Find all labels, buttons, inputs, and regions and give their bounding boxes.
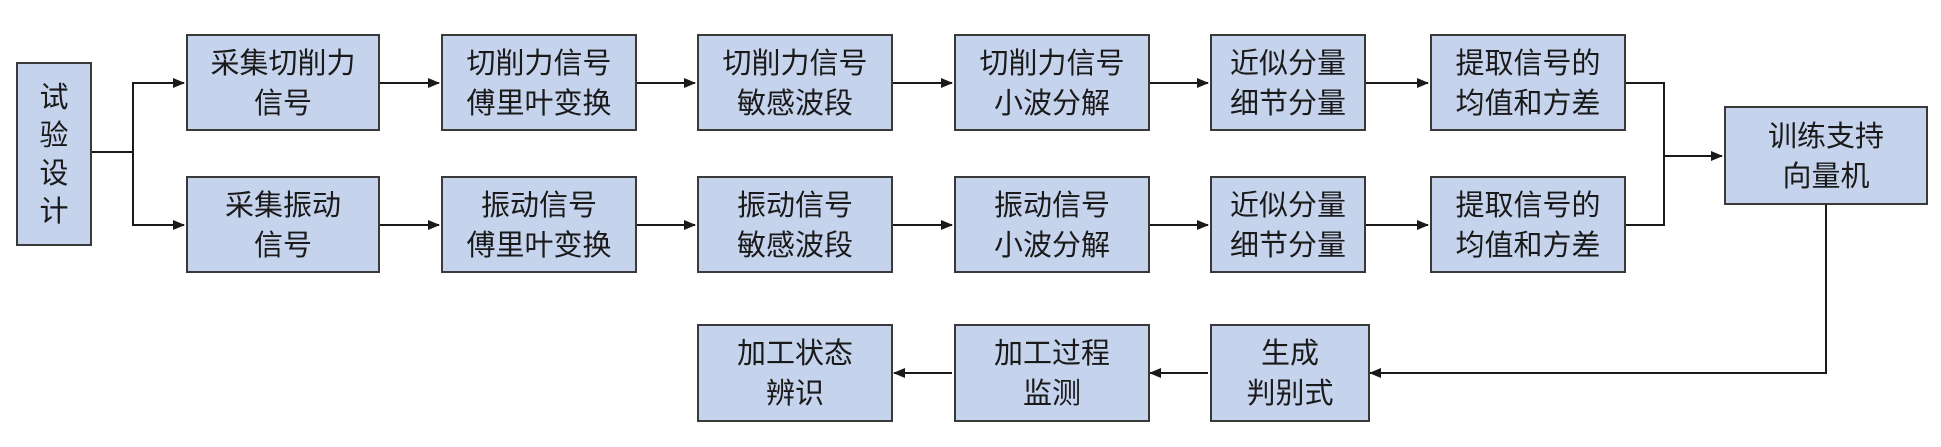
node-label-line: 生成: [1260, 336, 1319, 370]
connector-vib-stats-merge: [1626, 156, 1665, 226]
node-collect-cutting-force: 采集切削力 信号: [186, 34, 380, 131]
node-label-line: 小波分解: [993, 227, 1110, 262]
node-label-line: 判别式: [1246, 376, 1334, 410]
node-label-line: 辨识: [765, 376, 824, 410]
node-label-line: 加工过程: [993, 336, 1110, 370]
node-label-line: 监测: [1022, 376, 1081, 410]
node-label-line: 小波分解: [993, 85, 1110, 120]
node-label-line: 试: [39, 80, 69, 114]
node-label-line: 采集切削力: [210, 45, 356, 80]
node-label-line: 傅里叶变换: [466, 227, 612, 262]
node-label-line: 振动信号: [480, 187, 597, 222]
node-vibration-stats: 提取信号的 均值和方差: [1430, 176, 1626, 273]
node-vibration-components: 近似分量 细节分量: [1210, 176, 1366, 273]
node-vibration-sensitive-band: 振动信号 敏感波段: [697, 176, 893, 273]
node-experiment-design: 试 验 设 计: [16, 62, 92, 246]
node-label-line: 训练支持: [1767, 118, 1884, 153]
node-label-line: 信号: [253, 85, 312, 120]
node-label-line: 傅里叶变换: [466, 85, 612, 120]
node-label-line: 敏感波段: [736, 85, 853, 120]
node-vibration-wavelet: 振动信号 小波分解: [954, 176, 1150, 273]
node-label-line: 细节分量: [1229, 85, 1346, 120]
node-vibration-fft: 振动信号 傅里叶变换: [441, 176, 637, 273]
arrow-svm-to-discriminant: [1369, 205, 1827, 378]
node-label-line: 计: [39, 194, 69, 228]
node-label-line: 向量机: [1782, 158, 1870, 193]
node-label-line: 提取信号的: [1455, 45, 1601, 80]
node-label-line: 振动信号: [993, 187, 1110, 222]
node-label-line: 近似分量: [1229, 45, 1346, 80]
node-cutting-force-components: 近似分量 细节分量: [1210, 34, 1366, 131]
node-label-line: 均值和方差: [1455, 227, 1601, 262]
node-label-line: 切削力信号: [979, 45, 1125, 80]
node-label-line: 信号: [253, 227, 312, 262]
node-label-line: 切削力信号: [466, 45, 612, 80]
connector-cut-stats-merge: [1626, 82, 1665, 156]
node-process-monitoring: 加工过程 监测: [954, 324, 1150, 422]
node-label-line: 加工状态: [736, 336, 853, 370]
node-label-line: 提取信号的: [1455, 187, 1601, 222]
node-cutting-force-wavelet: 切削力信号 小波分解: [954, 34, 1150, 131]
node-label-line: 验: [39, 118, 69, 152]
node-collect-vibration: 采集振动 信号: [186, 176, 380, 273]
node-label-line: 均值和方差: [1455, 85, 1601, 120]
node-label-line: 切削力信号: [722, 45, 868, 80]
node-cutting-force-fft: 切削力信号 傅里叶变换: [441, 34, 637, 131]
arrow-design-to-cut-collect: [132, 78, 185, 152]
node-label-line: 采集振动: [224, 187, 341, 222]
node-label-line: 细节分量: [1229, 227, 1346, 262]
node-train-svm: 训练支持 向量机: [1724, 106, 1928, 205]
node-generate-discriminant: 生成 判别式: [1210, 324, 1370, 422]
node-label-line: 设: [39, 156, 69, 190]
node-label-line: 敏感波段: [736, 227, 853, 262]
node-cutting-force-sensitive-band: 切削力信号 敏感波段: [697, 34, 893, 131]
node-label-line: 振动信号: [736, 187, 853, 222]
arrow-design-to-vib-collect: [132, 152, 185, 230]
node-state-identification: 加工状态 辨识: [697, 324, 893, 422]
node-label-line: 近似分量: [1229, 187, 1346, 222]
node-cutting-force-stats: 提取信号的 均值和方差: [1430, 34, 1626, 131]
